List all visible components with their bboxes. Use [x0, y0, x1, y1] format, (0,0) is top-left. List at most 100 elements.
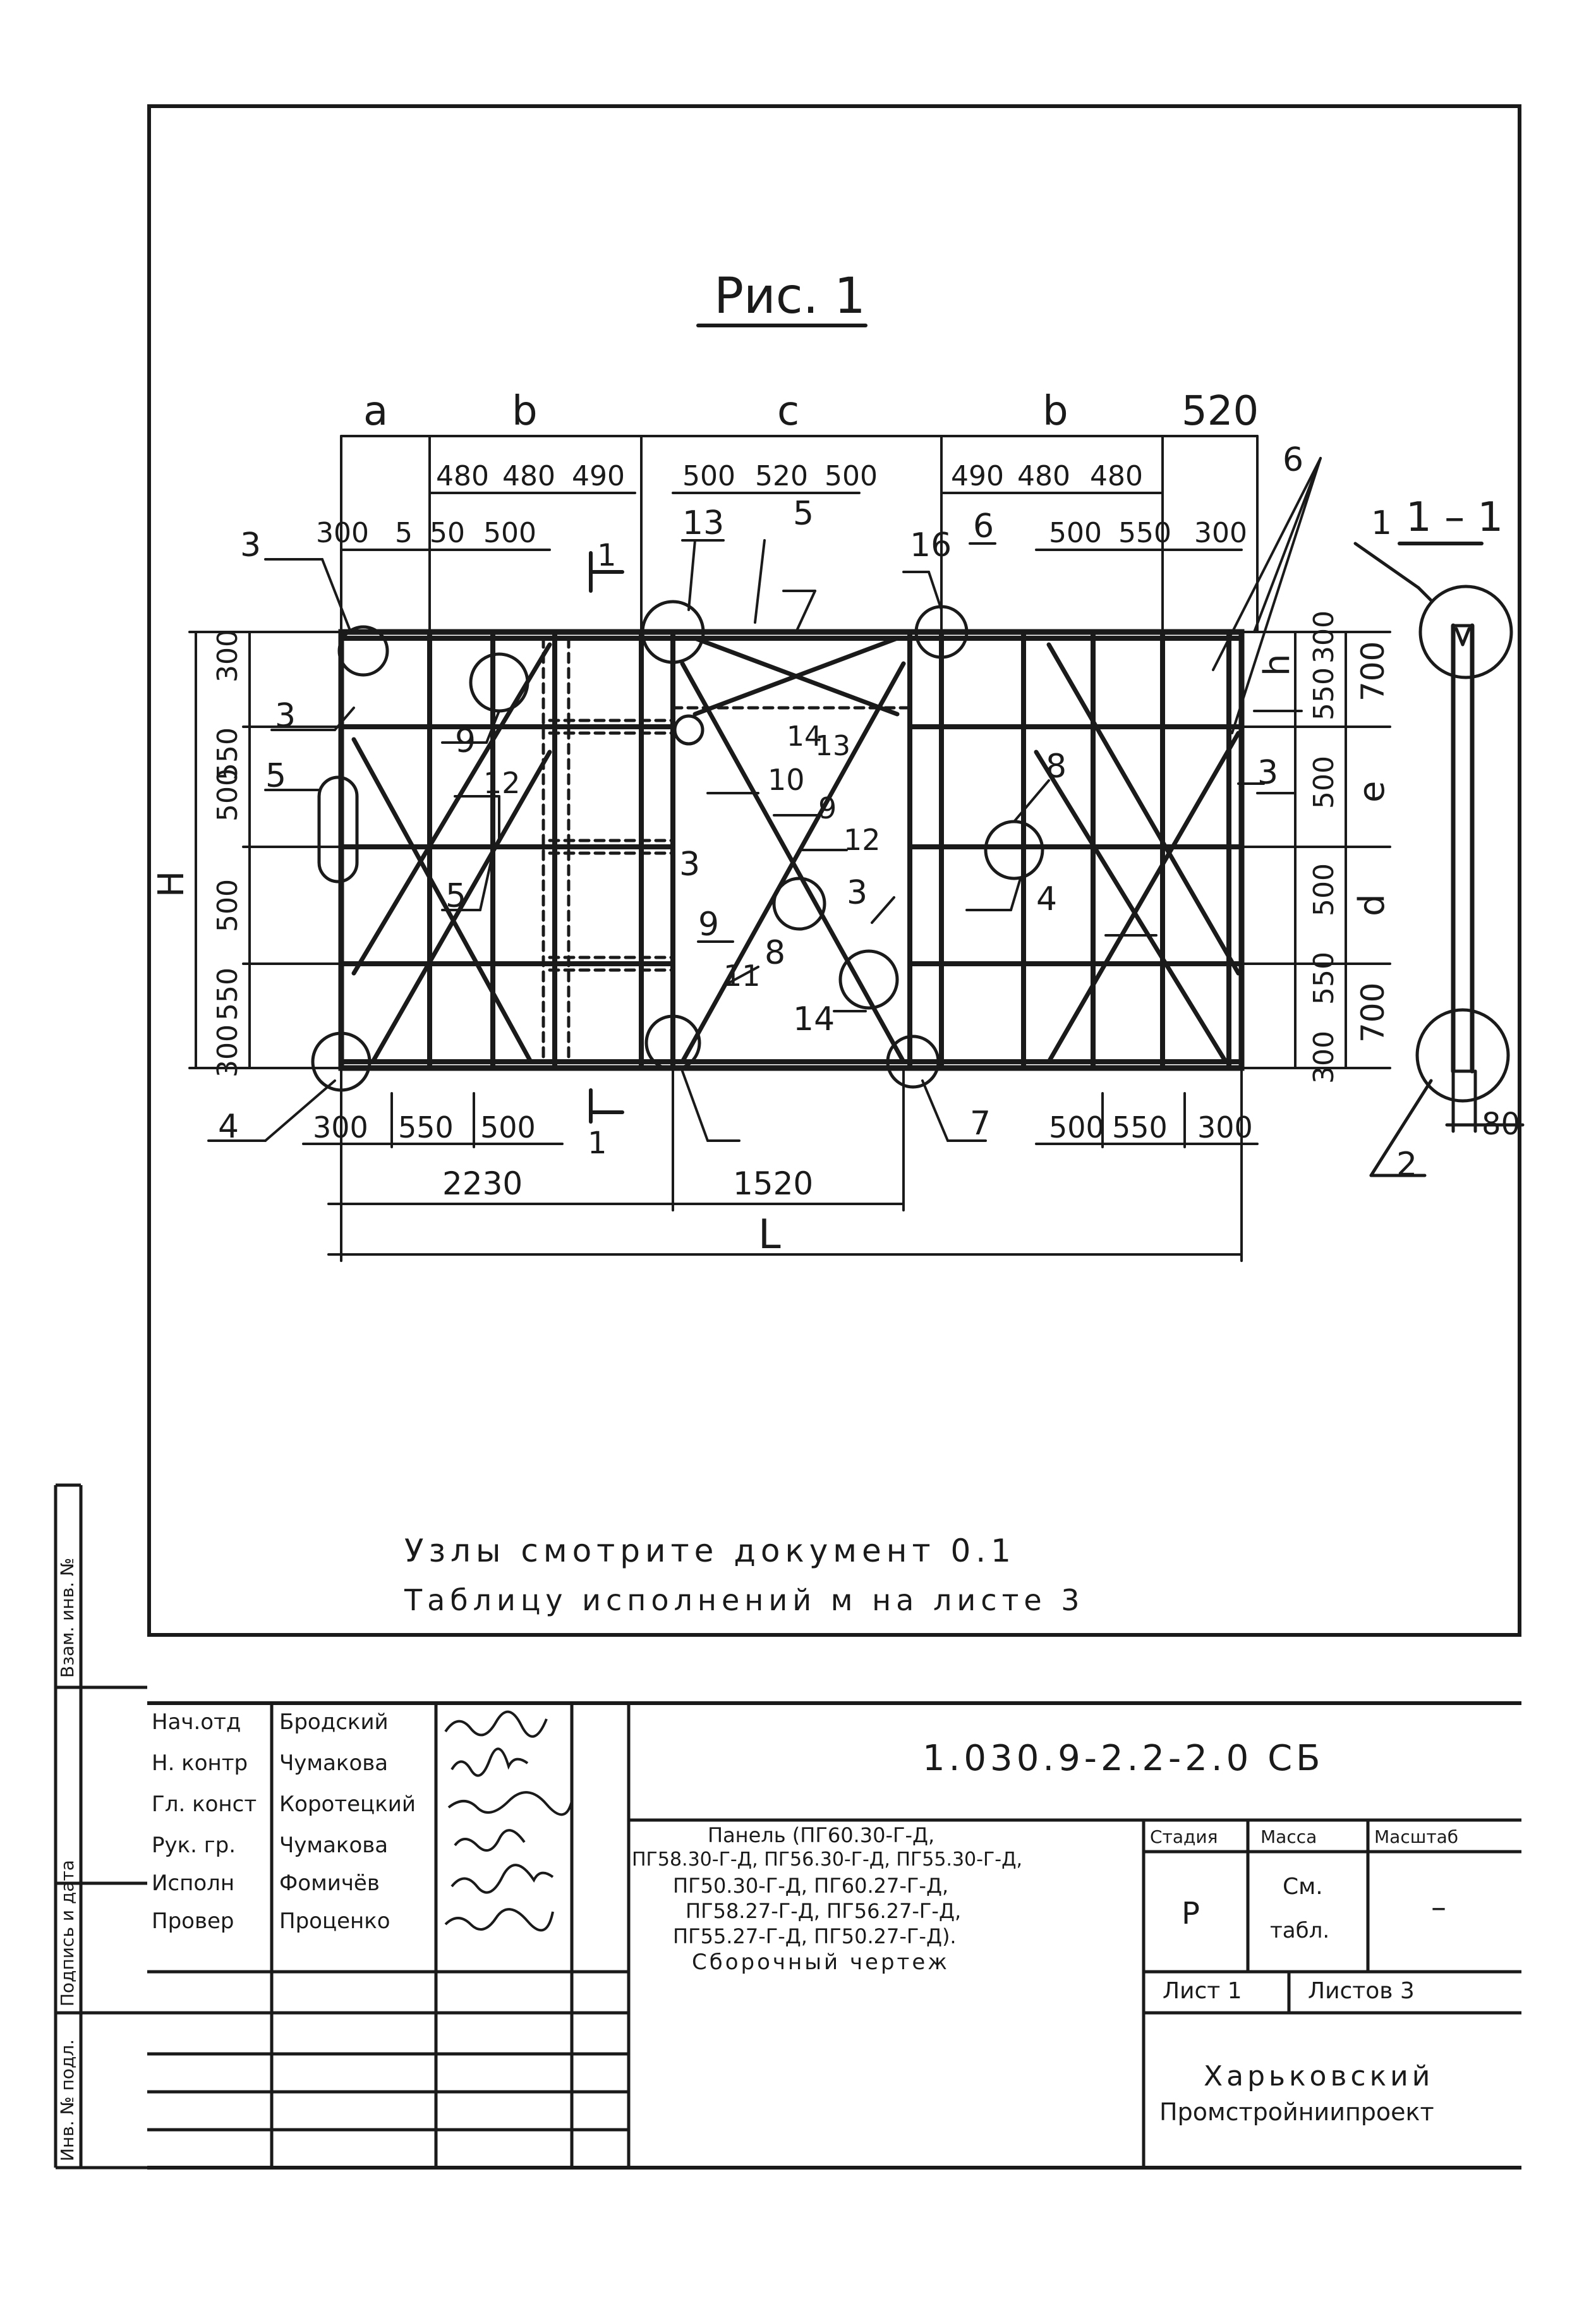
description-1: Панель (ПГ60.30-Г-Д,	[708, 1823, 935, 1847]
callout-labels: 1 2 3 3 3 3 3 4 4 5 5 5 6 6 7 8 8 9 9 10…	[218, 441, 1417, 1184]
description-2: ПГ58.30-Г-Д, ПГ56.30-Г-Д, ПГ55.30-Г-Д,	[632, 1849, 1023, 1871]
svg-text:3: 3	[679, 846, 700, 883]
svg-text:13: 13	[682, 504, 724, 542]
role-5: Исполн	[152, 1871, 235, 1896]
svg-text:13: 13	[815, 730, 850, 762]
svg-text:6: 6	[1283, 441, 1303, 479]
callout-leaders	[207, 457, 1322, 1142]
svg-text:5: 5	[265, 757, 286, 795]
left-dimensions	[188, 631, 342, 1069]
name-6: Проценко	[279, 1909, 390, 1934]
stage-header: Стадия	[1150, 1826, 1218, 1847]
org-line-1: Харьковский	[1204, 2060, 1434, 2092]
svg-text:8: 8	[1046, 748, 1067, 786]
top-dimensions	[340, 435, 1259, 633]
svg-text:6: 6	[973, 507, 994, 545]
svg-text:12: 12	[483, 766, 521, 800]
dim-letter-b-left: b	[512, 388, 538, 435]
svg-text:14: 14	[793, 1000, 835, 1038]
dim-L: L	[758, 1211, 781, 1258]
svg-text:3: 3	[240, 526, 261, 564]
note-line-1: Узлы смотрите документ 0.1	[404, 1533, 1016, 1569]
svg-text:500: 500	[1049, 1110, 1104, 1144]
svg-text:10: 10	[768, 763, 805, 797]
svg-text:h: h	[1257, 654, 1298, 677]
role-1: Нач.отд	[152, 1709, 241, 1735]
svg-text:3: 3	[847, 874, 868, 912]
dim-letter-a: a	[363, 388, 388, 435]
svg-text:2: 2	[1396, 1146, 1417, 1184]
dashed-joints	[541, 636, 912, 1064]
description-5: ПГ55.27-Г-Д, ПГ50.27-Г-Д).	[673, 1924, 957, 1948]
bottom-dimensions	[302, 1067, 1259, 1262]
dim-520: 520	[1182, 388, 1259, 435]
svg-text:14: 14	[787, 720, 822, 753]
svg-text:700: 700	[1355, 641, 1391, 701]
svg-text:480: 480	[436, 460, 489, 492]
section-dim-80: 80	[1482, 1107, 1520, 1142]
mass-header: Масса	[1260, 1826, 1317, 1847]
top-letters: a b c b 520	[363, 388, 1259, 435]
svg-text:12: 12	[843, 823, 881, 857]
svg-text:520: 520	[755, 460, 808, 492]
svg-text:480: 480	[502, 460, 555, 492]
svg-text:300: 300	[313, 1110, 368, 1144]
name-2: Чумакова	[279, 1751, 389, 1776]
svg-text:d: d	[1351, 894, 1393, 916]
drawing-frame	[147, 104, 1521, 1637]
mass-value-1: См.	[1283, 1874, 1323, 1900]
svg-text:50: 50	[430, 517, 465, 549]
mass-value-2: табл.	[1270, 1918, 1330, 1943]
svg-text:7: 7	[970, 1105, 991, 1143]
bottom-dims: 300 550 500 500 550 300 2230 1520 L	[313, 1110, 1253, 1258]
svg-text:11: 11	[723, 959, 761, 993]
panel-outline	[338, 629, 1245, 1071]
name-5: Фомичёв	[279, 1871, 380, 1896]
svg-text:1520: 1520	[733, 1165, 813, 1202]
svg-text:500: 500	[1049, 517, 1102, 549]
description-3: ПГ50.30-Г-Д, ПГ60.27-Г-Д,	[673, 1874, 949, 1898]
role-4: Рук. гр.	[152, 1833, 236, 1858]
svg-text:550: 550	[1308, 952, 1340, 1005]
svg-text:550: 550	[1112, 1110, 1168, 1144]
svg-text:550: 550	[212, 727, 244, 780]
section-cut-marks: 1 1	[588, 538, 624, 1161]
svg-text:2230: 2230	[442, 1165, 523, 1202]
svg-text:300: 300	[1194, 517, 1247, 549]
svg-text:500: 500	[212, 768, 244, 822]
svg-text:300: 300	[1197, 1110, 1253, 1144]
stage-value: Р	[1182, 1896, 1200, 1931]
svg-text:500: 500	[212, 879, 244, 932]
svg-text:300: 300	[212, 629, 244, 683]
svg-text:500: 500	[825, 460, 878, 492]
right-dims: 300 550 500 500 550 300 h e d 700 700	[1257, 610, 1393, 1084]
svg-text:300: 300	[316, 517, 369, 549]
svg-text:700: 700	[1355, 983, 1391, 1043]
svg-text:500: 500	[682, 460, 735, 492]
top-dims-row2: 300 5 50 500 500 550 300	[316, 517, 1247, 549]
figure-title: Рис. 1	[714, 268, 866, 325]
horizontal-members	[339, 636, 1244, 1064]
description-6: Сборочный чертеж	[692, 1950, 950, 1975]
right-dimensions	[1240, 631, 1391, 1069]
svg-text:9: 9	[818, 791, 837, 825]
svg-text:490: 490	[951, 460, 1004, 492]
svg-text:300: 300	[212, 1024, 244, 1078]
svg-text:9: 9	[455, 722, 476, 760]
svg-text:480: 480	[1017, 460, 1070, 492]
svg-text:300: 300	[1308, 610, 1340, 664]
description-4: ПГ58.27-Г-Д, ПГ56.27-Г-Д,	[686, 1899, 962, 1923]
dim-letter-b-right: b	[1043, 388, 1068, 435]
svg-text:16: 16	[910, 526, 952, 564]
svg-text:550: 550	[212, 968, 244, 1021]
name-1: Бродский	[279, 1709, 389, 1735]
svg-text:3: 3	[1257, 754, 1278, 792]
svg-text:8: 8	[765, 934, 785, 972]
svg-text:500: 500	[480, 1110, 536, 1144]
svg-text:5: 5	[445, 877, 466, 915]
org-line-2: Промстройниипроект	[1159, 2098, 1434, 2126]
svg-text:480: 480	[1090, 460, 1143, 492]
svg-text:550: 550	[398, 1110, 454, 1144]
